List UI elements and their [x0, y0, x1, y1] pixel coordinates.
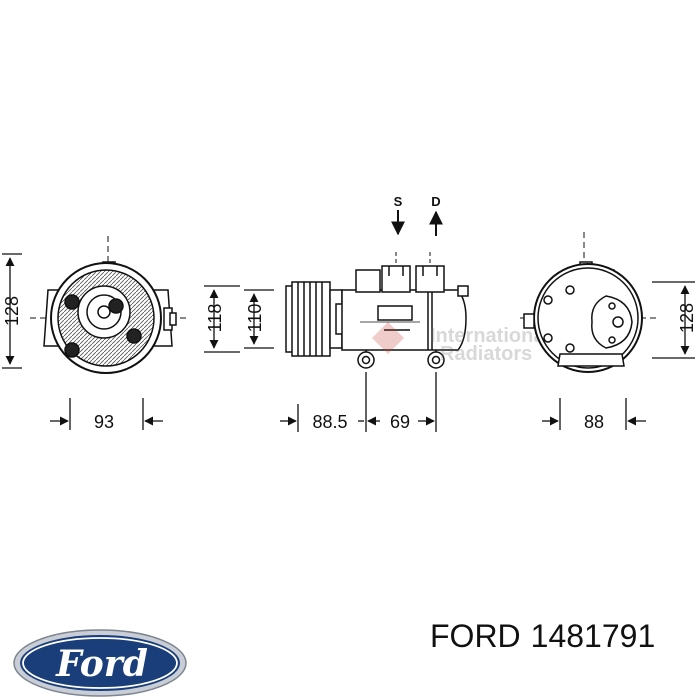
discharge-port-label: D [431, 194, 440, 209]
front-width-dimension [50, 398, 163, 430]
front-height-dimension [2, 253, 22, 369]
side-height-inner-dimension [244, 289, 274, 349]
suction-port-label: S [394, 194, 403, 209]
side-length-a-label: 88.5 [312, 412, 347, 432]
watermark: International Radiators [372, 322, 550, 365]
ford-logo: Ford [13, 629, 187, 697]
side-length-b-label: 69 [390, 412, 410, 432]
rear-view [520, 232, 660, 373]
side-height-inner-label: 110 [245, 304, 265, 333]
rear-width-label: 88 [584, 412, 604, 432]
watermark-line2: Radiators [440, 343, 532, 365]
front-width-label: 93 [94, 412, 114, 432]
part-brand: FORD [430, 618, 521, 654]
rear-height-label: 128 [677, 303, 697, 333]
rear-width-dimension [542, 398, 646, 430]
side-view [285, 252, 469, 369]
logo-text: Ford [55, 643, 148, 685]
front-height-label: 128 [2, 296, 22, 326]
side-height-outer-dimension [204, 285, 240, 353]
front-view [30, 236, 190, 374]
side-height-outer-label: 118 [205, 304, 225, 333]
watermark-line1: International [430, 325, 550, 347]
side-length-dimension [280, 372, 437, 432]
logo-oval [20, 635, 180, 691]
rear-height-dimension [652, 281, 695, 359]
part-number: 1481791 [530, 618, 656, 654]
